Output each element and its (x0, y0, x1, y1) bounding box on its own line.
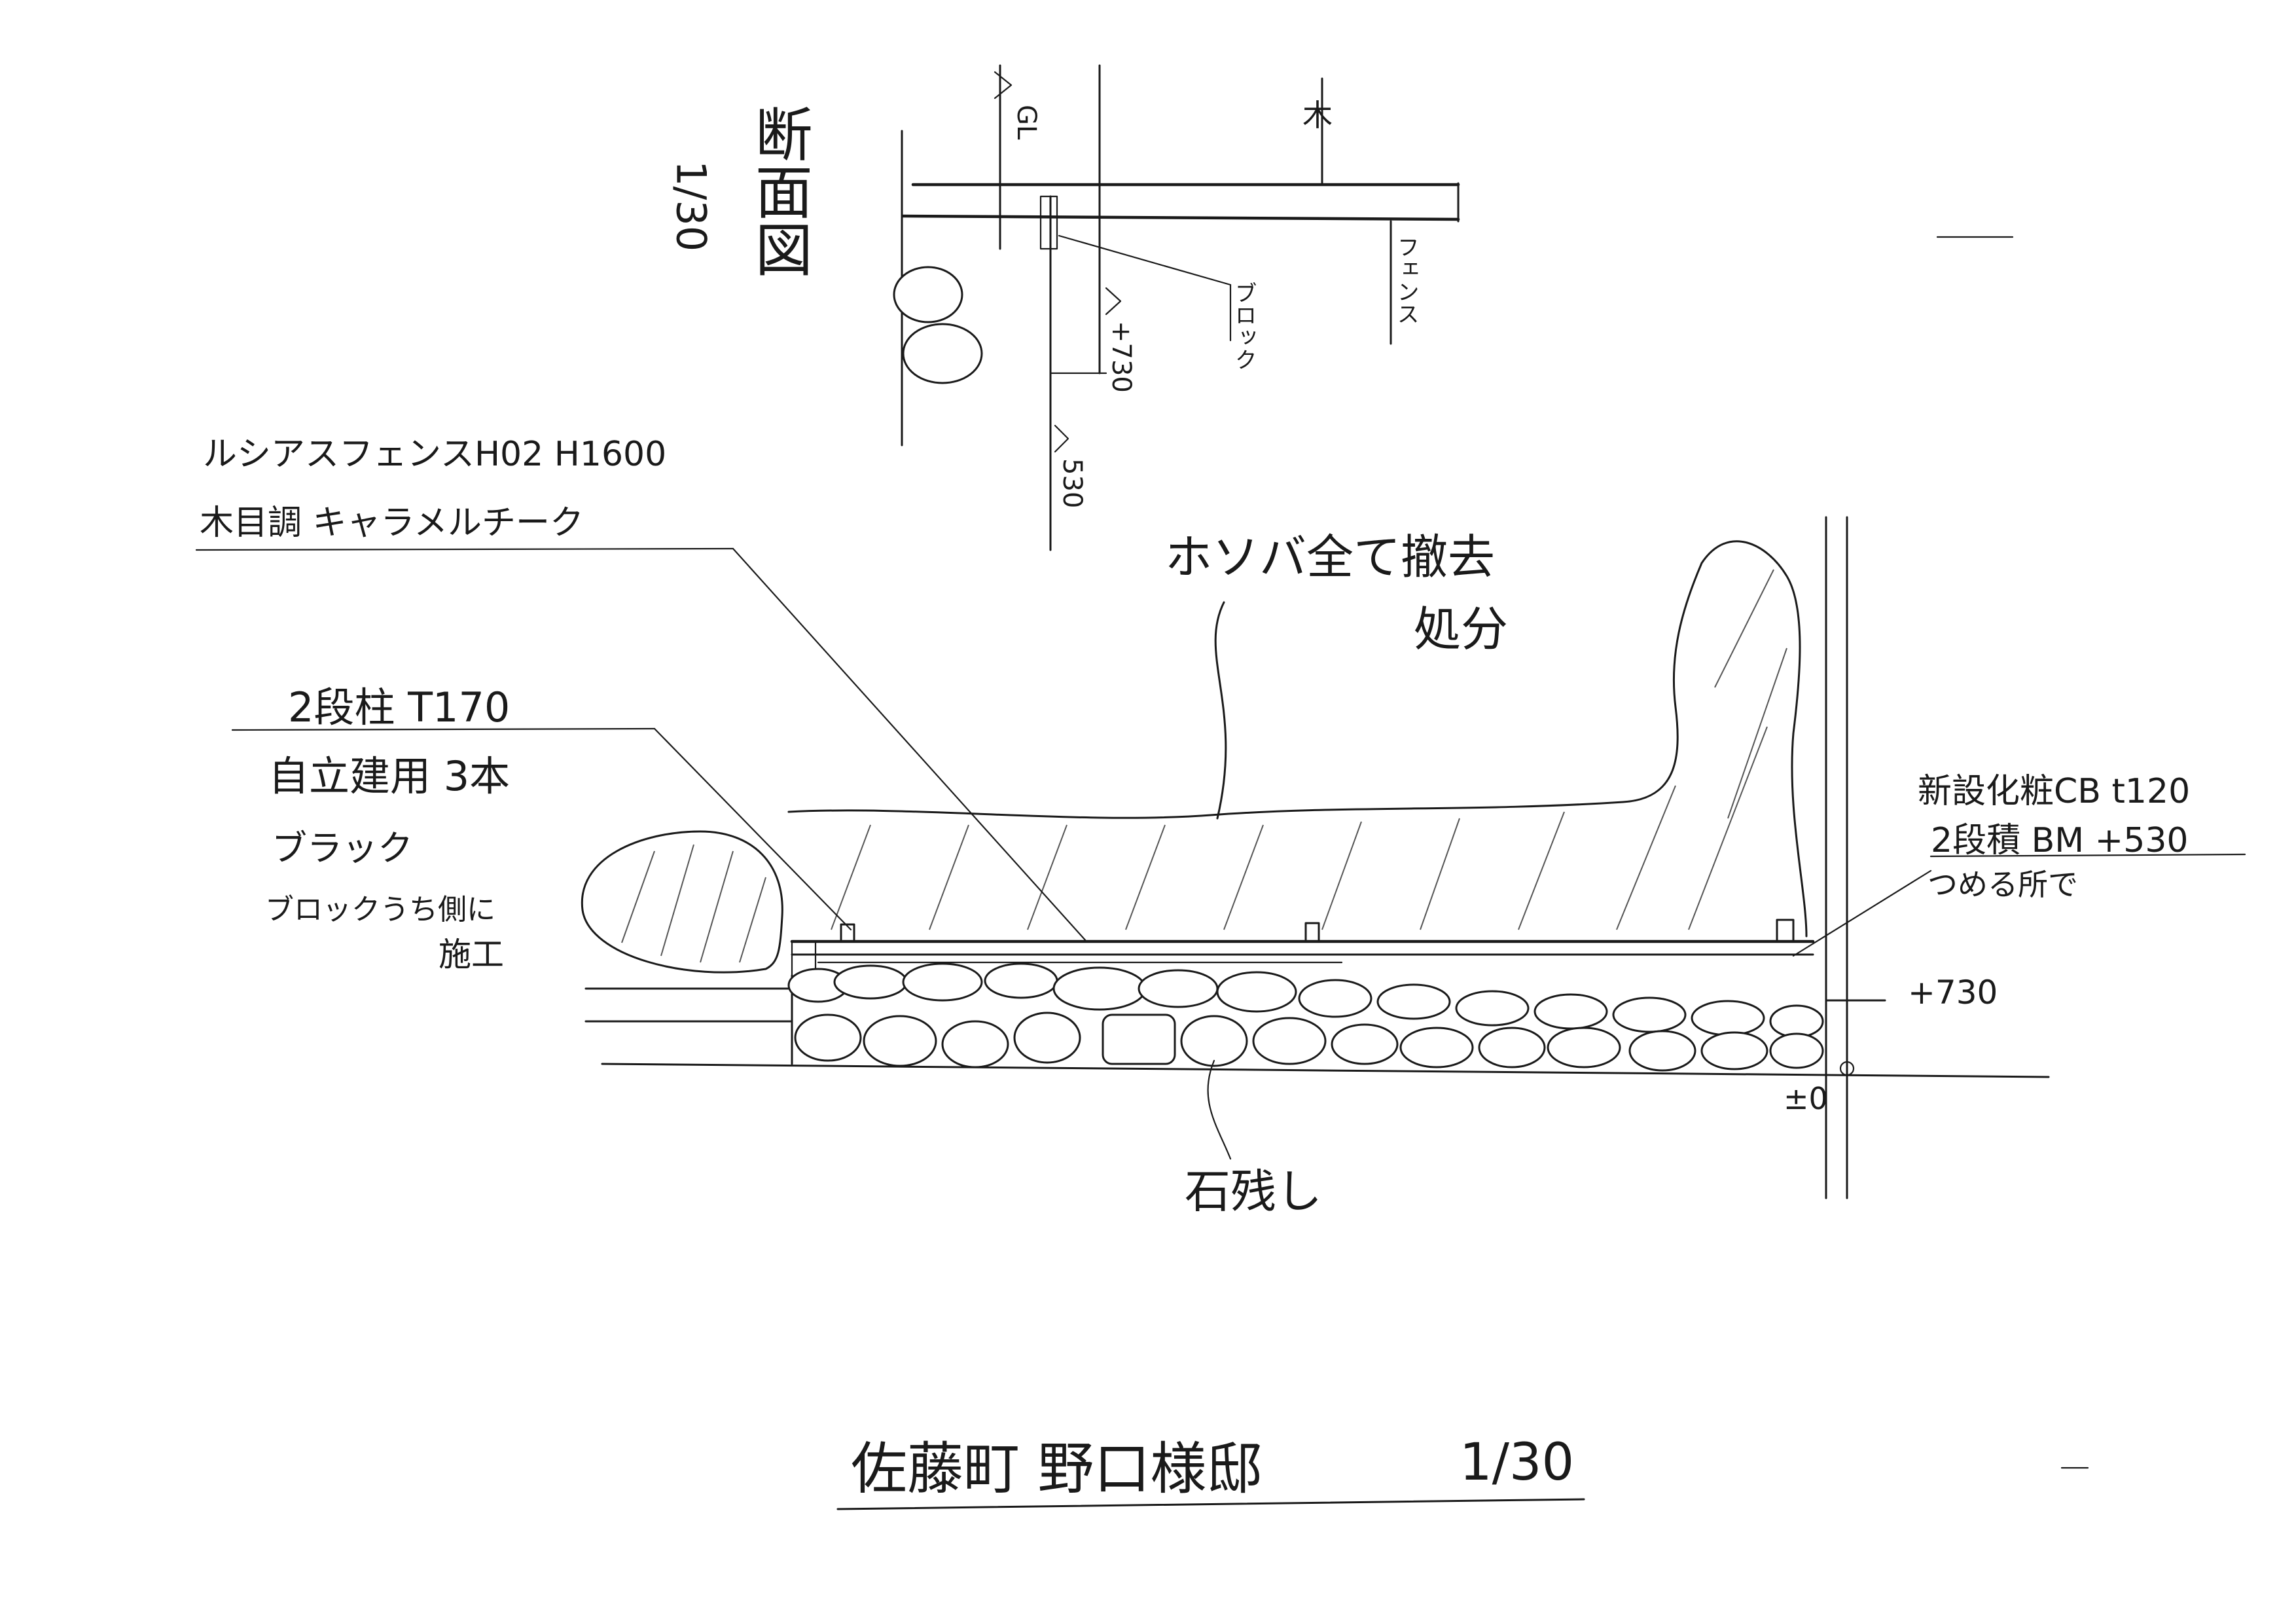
fence-spec-line2: 木目調 キャラメルチーク (200, 503, 584, 543)
fence-post-2 (1304, 922, 1320, 943)
section-stone-lower (902, 323, 983, 384)
level-730-label: +730 (1106, 321, 1136, 393)
section-scale: 1/30 (667, 160, 715, 252)
level-530-label: 530 (1057, 458, 1087, 509)
elevation-diagram (195, 516, 2246, 1199)
level-530-marker (1054, 424, 1069, 453)
fence-post-1 (840, 923, 855, 943)
fence-post-3 (1776, 919, 1795, 943)
section-wood-bottom (901, 214, 1460, 221)
fence-label: フェンス (1393, 236, 1420, 325)
removal-note-line1: ホソバ全て撤去 (1165, 530, 1496, 585)
footer-underline (836, 1498, 1585, 1510)
stone-note-leader (1207, 1059, 1232, 1160)
footer-title: 佐藤町 野口様邸 (851, 1436, 1263, 1502)
gl-marker (994, 71, 1013, 100)
footer-scale: 1/30 (1460, 1433, 1575, 1492)
section-block-leader (1058, 234, 1232, 286)
section-stone-upper (893, 266, 963, 323)
hedge-leader (1214, 601, 1227, 820)
ground-line-3 (601, 1063, 2050, 1078)
left-shrub (581, 830, 783, 974)
post-note-line1: 2段柱 T170 (288, 684, 511, 731)
hedge-outline (787, 540, 1808, 938)
removal-note-line2: 処分 (1414, 602, 1509, 657)
level-plus730: +730 (1908, 974, 1998, 1012)
section-block (1039, 195, 1058, 250)
gl-label: GL (1011, 105, 1041, 140)
level-zero: ±0 (1784, 1081, 1828, 1116)
fence-spec-underline (195, 547, 734, 551)
hedge-hatching (831, 569, 1787, 930)
fence-spec-line1: ルシアスフェンスH02 H1600 (203, 435, 667, 474)
post-note-line2: 自立建用 3本 (268, 752, 511, 800)
post-note-line5: 施工 (439, 936, 504, 974)
fence-spec-leader (732, 547, 1088, 943)
block-note-line3: つめる所で (1928, 867, 2078, 902)
stone-row (787, 962, 1824, 1072)
post-note-line4: ブロックうち側に (265, 893, 495, 926)
stone-note: 石残し (1185, 1165, 1322, 1218)
post-note-leader (653, 727, 852, 931)
left-shrub-hatching (621, 844, 766, 963)
post-note-line3: ブラック (272, 828, 413, 869)
block-label: ブロック (1230, 282, 1257, 371)
level-730-marker (1105, 287, 1122, 316)
post-note-underline (231, 727, 656, 731)
section-diagram (893, 64, 1460, 551)
block-note-leader (1792, 869, 1932, 957)
block-note-underline (1929, 853, 2246, 858)
block-note-line2: 2段積 BM +530 (1931, 821, 2189, 860)
section-title: 断面図 (745, 105, 814, 278)
block-note-line1: 新設化粧CB t120 (1918, 772, 2191, 811)
level-zero-marker (1839, 1061, 1855, 1076)
wood-label: 木 (1302, 98, 1333, 133)
